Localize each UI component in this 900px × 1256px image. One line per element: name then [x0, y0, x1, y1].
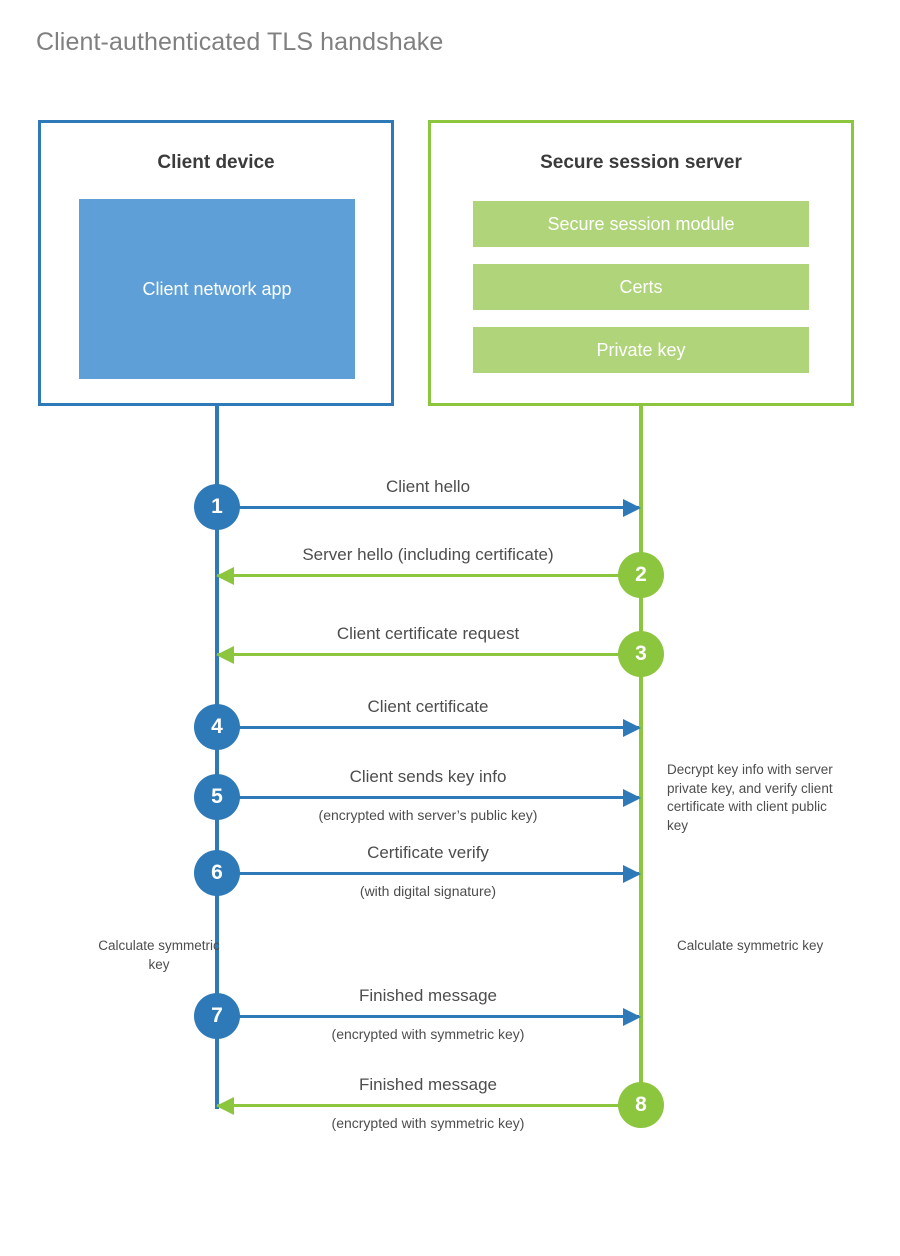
step-8-number-badge: 8 — [618, 1082, 664, 1128]
step-7-number-badge: 7 — [194, 993, 240, 1039]
step-2-number-badge: 2 — [618, 552, 664, 598]
step-5-number-badge: 5 — [194, 774, 240, 820]
step-6-sublabel: (with digital signature) — [359, 883, 497, 899]
step-1-number-badge: 1 — [194, 484, 240, 530]
step-7-sublabel: (encrypted with symmetric key) — [331, 1026, 525, 1042]
page-title: Client-authenticated TLS handshake — [36, 28, 444, 56]
client-lifeline — [215, 404, 219, 1109]
step-2-label: Server hello (including certificate) — [302, 545, 554, 564]
step-8-label: Finished message — [359, 1075, 497, 1094]
client-network-app-block: Client network app — [79, 199, 355, 379]
step-6-arrow-head-icon — [623, 865, 641, 883]
note-server-calculate-symmetric-key: Calculate symmetric key — [677, 938, 824, 953]
step-3-arrow-head-icon — [216, 646, 234, 664]
step-5-sublabel: (encrypted with server’s public key) — [318, 807, 538, 823]
step-2-arrow-line — [217, 574, 639, 577]
step-7-arrow-line — [217, 1015, 639, 1018]
step-8-arrow-head-icon — [216, 1097, 234, 1115]
step-4-number-badge: 4 — [194, 704, 240, 750]
step-1-arrow-line — [217, 506, 639, 509]
step-1-arrow-head-icon — [623, 499, 641, 517]
server-component-certs: Certs — [473, 264, 809, 310]
step-8-sublabel: (encrypted with symmetric key) — [331, 1115, 525, 1131]
secure-session-server-title: Secure session server — [540, 152, 742, 173]
step-4-label: Client certificate — [367, 697, 489, 716]
step-7-arrow-head-icon — [623, 1008, 641, 1026]
server-lifeline — [639, 404, 643, 1106]
note-server-decrypt: Decrypt key info with server private key… — [667, 762, 833, 833]
step-7-label: Finished message — [359, 986, 497, 1005]
step-6-arrow-line — [217, 872, 639, 875]
step-5-arrow-head-icon — [623, 789, 641, 807]
step-4-arrow-line — [217, 726, 639, 729]
step-6-number-badge: 6 — [194, 850, 240, 896]
note-client-calculate-symmetric-key: Calculate symmetric key — [98, 938, 220, 972]
client-device-box: Client device Client network app — [38, 120, 394, 406]
step-3-arrow-line — [217, 653, 639, 656]
step-8-arrow-line — [217, 1104, 639, 1107]
step-3-number-badge: 3 — [618, 631, 664, 677]
server-component-private-key: Private key — [473, 327, 809, 373]
client-device-title: Client device — [157, 152, 275, 173]
secure-session-server-box: Secure session server Secure session mod… — [428, 120, 854, 406]
step-6-label: Certificate verify — [367, 843, 489, 862]
server-component-secure-session-module: Secure session module — [473, 201, 809, 247]
step-1-label: Client hello — [385, 477, 471, 496]
step-5-label: Client sends key info — [349, 767, 507, 786]
step-2-arrow-head-icon — [216, 567, 234, 585]
step-3-label: Client certificate request — [336, 624, 520, 643]
step-4-arrow-head-icon — [623, 719, 641, 737]
step-5-arrow-line — [217, 796, 639, 799]
